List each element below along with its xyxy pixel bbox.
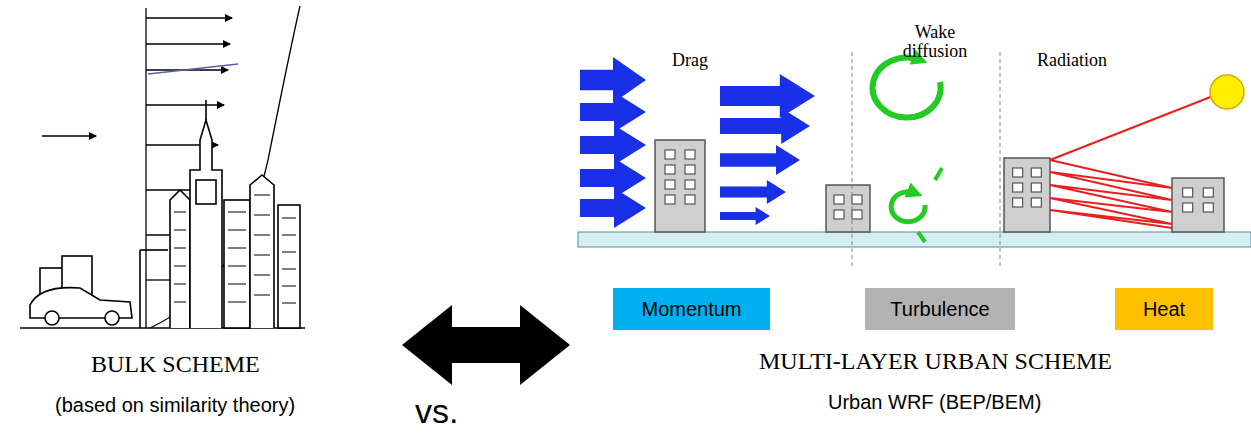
versus-label: vs. <box>415 394 458 430</box>
category-text: Turbulence <box>890 298 989 321</box>
scheme-title: BULK SCHEME <box>91 352 260 377</box>
separators <box>852 52 1000 268</box>
wake-label: Wake diffusion <box>895 23 975 61</box>
city-skyline <box>20 100 305 328</box>
category-box: Momentum <box>613 288 770 330</box>
buildings <box>655 140 1224 232</box>
scheme-title: MULTI-LAYER URBAN SCHEME <box>759 349 1112 374</box>
skyline-windows <box>174 195 296 303</box>
double-arrow <box>402 305 570 385</box>
radiation-rays <box>1050 96 1213 228</box>
category-text: Momentum <box>641 298 741 321</box>
category-box: Turbulence <box>865 288 1015 330</box>
sun <box>1210 75 1244 109</box>
ground-bar <box>578 232 1251 247</box>
scheme-subtitle: (based on similarity theory) <box>55 395 295 416</box>
category-box: Heat <box>1115 288 1213 330</box>
wake-eddies <box>873 58 942 242</box>
category-text: Heat <box>1143 298 1185 321</box>
radiation-label: Radiation <box>1037 51 1107 70</box>
drag-label: Drag <box>672 51 708 70</box>
scheme-subtitle: Urban WRF (BEP/BEM) <box>828 392 1041 413</box>
wind-profile <box>42 6 300 328</box>
